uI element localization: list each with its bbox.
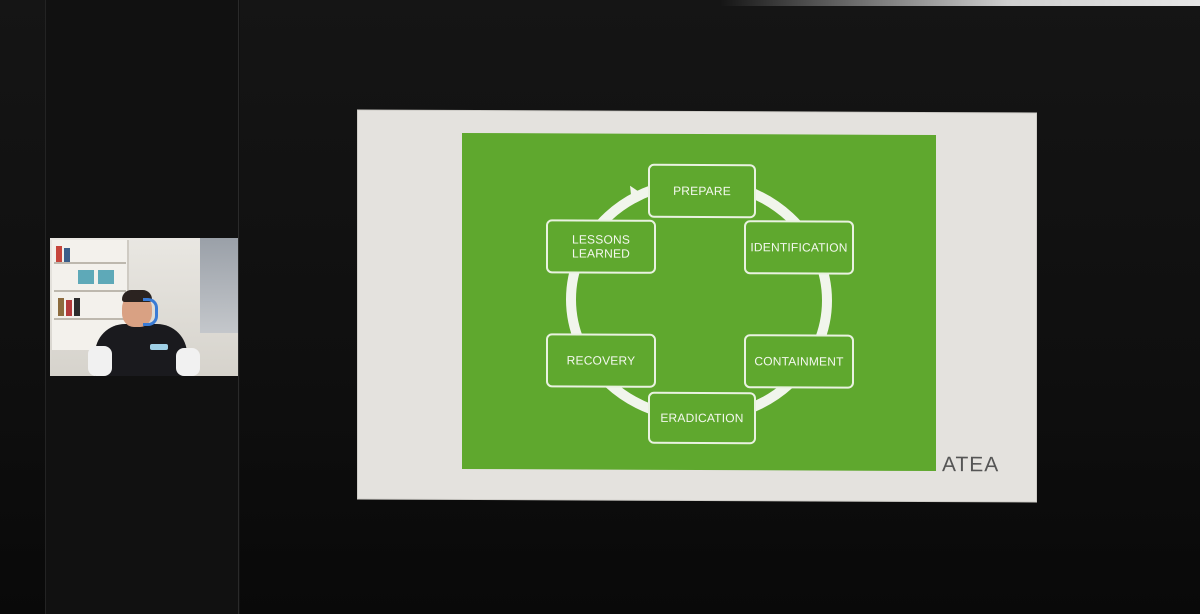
step-prepare: PREPARE: [648, 163, 756, 219]
presentation-slide: PREPARE IDENTIFICATION CONTAINMENT ERADI…: [358, 110, 1036, 502]
slide-content-area: PREPARE IDENTIFICATION CONTAINMENT ERADI…: [462, 132, 936, 472]
participant-video-tile[interactable]: [50, 238, 238, 376]
step-identification-label: IDENTIFICATION: [750, 240, 848, 255]
step-lessons-learned-label: LESSONS LEARNED: [571, 232, 631, 261]
step-containment-label: CONTAINMENT: [754, 354, 844, 369]
step-prepare-label: PREPARE: [673, 183, 731, 199]
step-identification: IDENTIFICATION: [744, 220, 854, 275]
panel-right-divider: [238, 0, 239, 614]
step-lessons-learned: LESSONS LEARNED: [546, 219, 656, 274]
shirt-logo: [150, 344, 168, 350]
cycle-arrow-icon: [630, 185, 642, 204]
step-eradication: ERADICATION: [648, 391, 756, 445]
step-eradication-label: ERADICATION: [660, 410, 744, 426]
step-recovery-label: RECOVERY: [566, 353, 636, 368]
step-containment: CONTAINMENT: [744, 334, 854, 389]
monitor-top-edge: [720, 0, 1200, 6]
person-arm-right: [176, 348, 200, 376]
brand-logo-text: ATEA: [942, 453, 1000, 477]
panel-left-divider: [45, 0, 46, 614]
step-recovery: RECOVERY: [546, 333, 656, 388]
person-arm-left: [88, 346, 112, 376]
headset-icon: [143, 298, 158, 326]
window: [200, 238, 238, 333]
brand-logo: ATEA: [942, 453, 1022, 479]
